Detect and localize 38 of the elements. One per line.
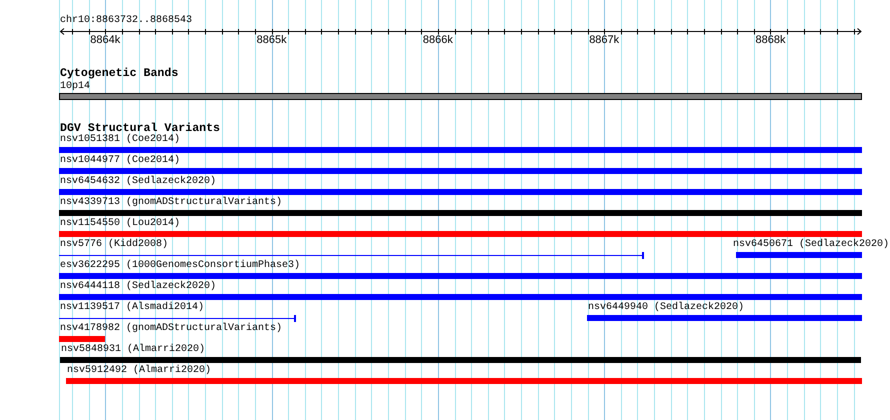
feature-label: nsv5776 (Kidd2008) bbox=[60, 239, 168, 251]
tick-label: 8866k bbox=[422, 34, 453, 46]
feature-label: esv3622295 (1000GenomesConsortiumPhase3) bbox=[60, 260, 300, 272]
variant-bar bbox=[59, 231, 862, 237]
variant-bar bbox=[59, 147, 862, 153]
variant-bar bbox=[66, 378, 862, 384]
band-label: 10p14 bbox=[60, 80, 90, 92]
variant-bar bbox=[59, 168, 862, 174]
feature-label: nsv4339713 (gnomADStructuralVariants) bbox=[60, 197, 282, 209]
feature-label: nsv4178982 (gnomADStructuralVariants) bbox=[60, 323, 282, 335]
feature-label: nsv5912492 (Almarri2020) bbox=[67, 365, 212, 377]
variant-bar bbox=[59, 273, 862, 279]
variant-bar bbox=[59, 294, 862, 300]
feature-label: nsv6450671 (Sedlazeck2020) bbox=[733, 239, 890, 251]
variant-line bbox=[59, 252, 644, 258]
variant-bar bbox=[736, 252, 862, 258]
feature-label: nsv5848931 (Almarri2020) bbox=[61, 344, 206, 356]
variant-bar bbox=[59, 210, 862, 216]
cytoband-bar bbox=[59, 93, 862, 100]
track-heading: DGV Structural Variants bbox=[60, 122, 220, 134]
feature-label: nsv6444118 (Sedlazeck2020) bbox=[60, 281, 216, 293]
variant-bar bbox=[587, 315, 862, 321]
feature-label: nsv1139517 (Alsmadi2014) bbox=[60, 302, 204, 314]
tick-label: 8865k bbox=[256, 34, 287, 46]
tick-label: 8864k bbox=[90, 34, 120, 46]
feature-label: nsv1154550 (Lou2014) bbox=[60, 218, 180, 230]
track-heading: Cytogenetic Bands bbox=[60, 67, 178, 80]
feature-label: nsv1044977 (Coe2014) bbox=[60, 155, 180, 167]
variant-bar bbox=[59, 189, 862, 195]
location-label: chr10:8863732..8868543 bbox=[60, 15, 192, 27]
variant-bar bbox=[59, 336, 105, 342]
feature-label: nsv1051381 (Coe2014) bbox=[60, 134, 180, 146]
variant-bar bbox=[60, 357, 861, 363]
tick-label: 8867k bbox=[589, 34, 620, 46]
variant-line bbox=[59, 314, 296, 322]
tick-label: 8868k bbox=[756, 34, 786, 46]
feature-label: nsv6449940 (Sedlazeck2020) bbox=[588, 302, 744, 314]
feature-label: nsv6454632 (Sedlazeck2020) bbox=[60, 176, 216, 188]
